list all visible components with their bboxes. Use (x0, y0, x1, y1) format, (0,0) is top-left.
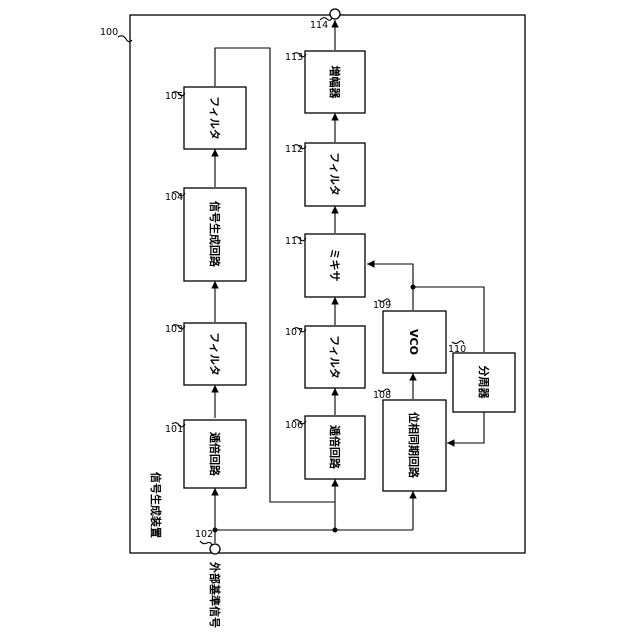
block-103-label: フィルタ (208, 332, 221, 376)
block-110: 分周器 (453, 353, 515, 412)
block-112-label: フィルタ (328, 152, 341, 196)
output-terminal (330, 9, 340, 19)
block-107-label: フィルタ (328, 335, 341, 379)
block-109: VCO (383, 311, 446, 373)
output-ref-number: 114 (310, 20, 328, 31)
block-104-ref: 104 (165, 192, 183, 203)
block-101-label: 逓倍回路 (208, 431, 222, 477)
block-110-label: 分周器 (477, 366, 491, 400)
block-110-ref: 110 (448, 344, 466, 355)
block-101: 逓倍回路 (184, 420, 246, 488)
block-113-label: 増幅器 (328, 66, 342, 100)
block-105-ref: 105 (165, 91, 183, 102)
input-ref-number: 102 (195, 529, 213, 540)
junction-dot-bus (333, 528, 338, 533)
junction-dot-input (213, 528, 218, 533)
block-113: 増幅器 (305, 51, 365, 113)
device-label: 信号生成装置 (149, 472, 163, 538)
block-106-label: 逓倍回路 (328, 424, 342, 470)
block-106: 逓倍回路 (305, 416, 365, 479)
block-101-ref: 101 (165, 424, 183, 435)
block-112: フィルタ (305, 143, 365, 206)
block-111: ミキサ (305, 234, 365, 297)
block-109-label: VCO (407, 329, 420, 355)
input-ref-leader (200, 541, 212, 546)
block-105-label: フィルタ (208, 96, 221, 140)
junction-dot-vco (411, 285, 416, 290)
input-signal-label: 外部基準信号 (208, 561, 222, 628)
device-ref-number: 100 (100, 27, 118, 38)
block-103: フィルタ (184, 323, 246, 385)
block-108-label: 位相同期回路 (407, 412, 421, 479)
block-104-label: 信号生成回路 (208, 201, 222, 268)
block-107: フィルタ (305, 326, 365, 388)
block-105: フィルタ (184, 87, 246, 149)
block-103-ref: 103 (165, 324, 183, 335)
block-111-label: ミキサ (328, 249, 341, 282)
block-104: 信号生成回路 (184, 188, 246, 281)
block-108: 位相同期回路 (383, 400, 446, 491)
